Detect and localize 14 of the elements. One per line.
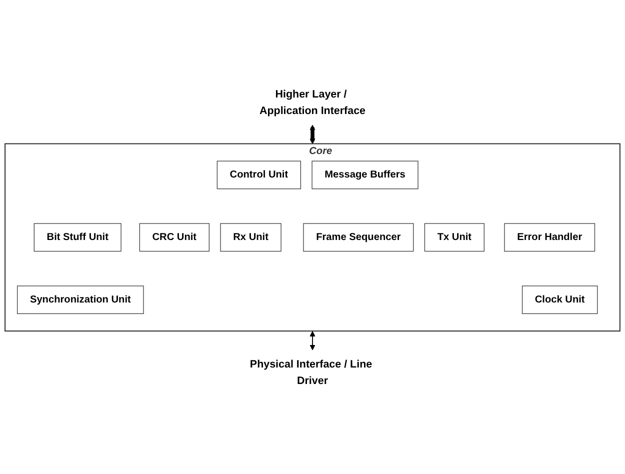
node-box: Control Unit [216,160,301,189]
node-box: Synchronization Unit [17,285,144,314]
node-text: Physical Interface / Line Driver [250,358,372,386]
node-box: Rx Unit [220,222,282,252]
node-box: Message Buffers [312,160,418,189]
node-box: Error Handler [504,222,596,252]
node-box: Frame Sequencer [303,222,414,252]
node-box: Tx Unit [424,222,484,252]
node-box: Bit Stuff Unit [34,222,122,252]
arrow [310,330,316,350]
node-box: CRC Unit [139,222,210,252]
node-text: Higher Layer / Application Interface [259,88,366,116]
node-box: Clock Unit [522,285,598,314]
arrow [310,124,316,144]
